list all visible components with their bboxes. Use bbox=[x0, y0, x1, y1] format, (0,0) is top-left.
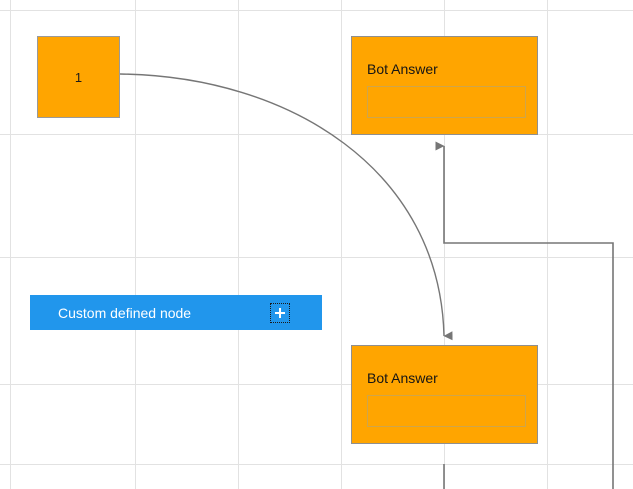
bot-answer-bottom-title: Bot Answer bbox=[367, 370, 438, 386]
node-1-label: 1 bbox=[74, 69, 83, 85]
bot-answer-top-slot[interactable] bbox=[367, 86, 526, 118]
custom-defined-node-button[interactable]: Custom defined node bbox=[30, 295, 322, 330]
custom-defined-node-label: Custom defined node bbox=[58, 304, 192, 321]
node-bot-answer-top[interactable]: Bot Answer bbox=[351, 36, 538, 135]
node-1[interactable]: 1 bbox=[37, 36, 120, 118]
node-bot-answer-bottom[interactable]: Bot Answer bbox=[351, 345, 538, 444]
plus-icon[interactable] bbox=[270, 302, 290, 323]
edge-loopback-to-bot-answer-top[interactable] bbox=[435, 141, 614, 489]
edge-node1-to-bot-answer-bottom[interactable] bbox=[119, 73, 453, 341]
bot-answer-top-title: Bot Answer bbox=[367, 61, 438, 77]
bot-answer-bottom-slot[interactable] bbox=[367, 395, 526, 427]
